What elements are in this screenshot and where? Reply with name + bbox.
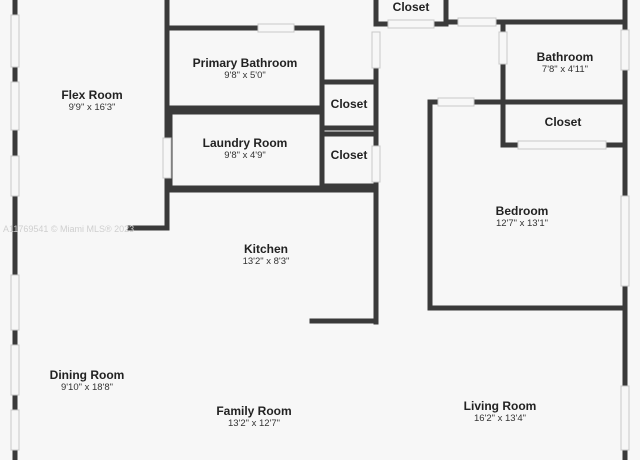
- window: [257, 23, 295, 33]
- window: [620, 195, 630, 287]
- room-name: Flex Room: [61, 88, 123, 102]
- room-flex-room: Flex Room 9'9" x 16'3": [61, 88, 122, 114]
- room-dimensions: 9'10" x 18'8": [60, 382, 114, 393]
- watermark: A11769541 © Miami MLS® 2023: [3, 224, 135, 234]
- room-dimensions: 12'7" x 13'1": [495, 218, 549, 229]
- room-closet-right: Closet: [545, 115, 582, 129]
- room-bathroom: Bathroom 7'8" x 4'11": [537, 50, 594, 76]
- door-opening: [387, 19, 435, 29]
- window: [10, 409, 20, 451]
- room-closet-top: Closet: [393, 0, 430, 14]
- room-name: Living Room: [463, 399, 537, 413]
- door-opening: [371, 145, 381, 183]
- window: [10, 14, 20, 68]
- room-name: Closet: [544, 115, 582, 129]
- window: [10, 81, 20, 131]
- room-dimensions: 13'2" x 12'7": [227, 418, 281, 429]
- door-opening: [162, 137, 172, 179]
- room-name: Primary Bathroom: [192, 56, 298, 70]
- door-opening: [371, 31, 381, 69]
- room-dimensions: 9'9" x 16'3": [68, 102, 116, 113]
- window: [10, 155, 20, 197]
- room-name: Laundry Room: [202, 136, 288, 150]
- room-dining-room: Dining Room 9'10" x 18'8": [50, 368, 125, 394]
- room-laundry-room: Laundry Room 9'8" x 4'9": [203, 136, 288, 162]
- window: [10, 344, 20, 396]
- room-family-room: Family Room 13'2" x 12'7": [216, 404, 291, 430]
- room-kitchen: Kitchen 13'2" x 8'3": [243, 242, 290, 268]
- door-opening: [498, 31, 508, 65]
- door-opening: [437, 97, 475, 107]
- room-name: Family Room: [216, 404, 292, 418]
- room-name: Closet: [392, 0, 430, 14]
- room-closet-mid: Closet: [331, 97, 368, 111]
- room-dimensions: 9'8" x 4'9": [224, 150, 266, 161]
- door-opening: [517, 140, 607, 150]
- room-closet-low: Closet: [331, 148, 368, 162]
- room-name: Closet: [330, 97, 368, 111]
- room-name: Kitchen: [243, 242, 289, 256]
- room-dimensions: 13'2" x 8'3": [242, 256, 290, 267]
- window: [620, 29, 630, 71]
- room-dimensions: 7'8" x 4'11": [541, 64, 589, 75]
- room-name: Closet: [330, 148, 368, 162]
- room-name: Bathroom: [536, 50, 594, 64]
- room-bedroom: Bedroom 12'7" x 13'1": [496, 204, 549, 230]
- room-name: Bedroom: [495, 204, 549, 218]
- window: [620, 385, 630, 451]
- room-name: Dining Room: [49, 368, 125, 382]
- room-living-room: Living Room 16'2" x 13'4": [464, 399, 537, 425]
- window: [10, 274, 20, 331]
- room-dimensions: 16'2" x 13'4": [473, 413, 527, 424]
- room-dimensions: 9'8" x 5'0": [224, 70, 266, 81]
- room-primary-bathroom: Primary Bathroom 9'8" x 5'0": [193, 56, 298, 82]
- door-opening: [457, 17, 497, 27]
